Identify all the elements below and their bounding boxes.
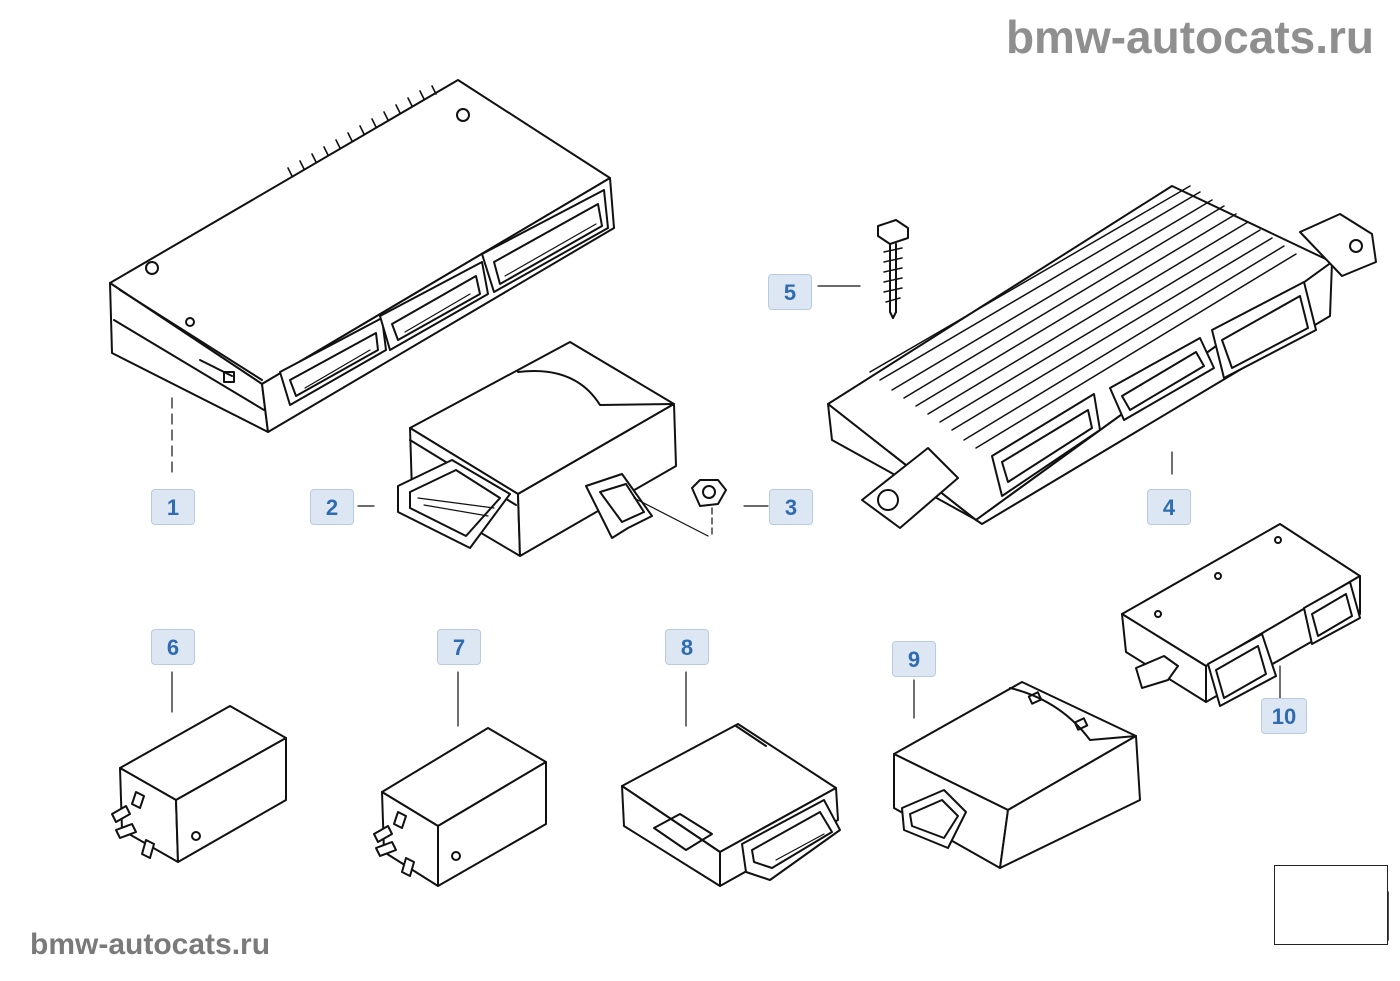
part-9-module[interactable]: [893, 681, 1141, 869]
callout-6[interactable]: 6: [151, 629, 195, 665]
callout-2[interactable]: 2: [310, 489, 354, 525]
part-8-module[interactable]: [621, 723, 841, 887]
vehicle-location-thumbnail[interactable]: [1274, 865, 1388, 945]
part-2-module[interactable]: [397, 341, 677, 557]
part-3-nut[interactable]: [633, 479, 727, 537]
leader-lines: [171, 285, 1281, 727]
callout-8[interactable]: 8: [665, 629, 709, 665]
part-5-screw[interactable]: [877, 219, 909, 319]
callout-7[interactable]: 7: [437, 629, 481, 665]
watermark-bottom: bmw-autocats.ru: [30, 928, 271, 961]
callout-5[interactable]: 5: [768, 274, 812, 310]
callout-1[interactable]: 1: [151, 489, 195, 525]
part-6-relay[interactable]: [111, 705, 287, 863]
watermark-top: bmw-autocats.ru: [1005, 11, 1374, 63]
part-7-relay[interactable]: [373, 727, 547, 887]
part-4-control-unit[interactable]: [827, 185, 1377, 529]
callout-10[interactable]: 10: [1261, 698, 1307, 734]
part-1-control-unit[interactable]: [109, 79, 615, 433]
callout-9[interactable]: 9: [892, 641, 936, 677]
callout-4[interactable]: 4: [1147, 489, 1191, 525]
callout-3[interactable]: 3: [769, 489, 813, 525]
part-10-module[interactable]: [1121, 523, 1361, 707]
